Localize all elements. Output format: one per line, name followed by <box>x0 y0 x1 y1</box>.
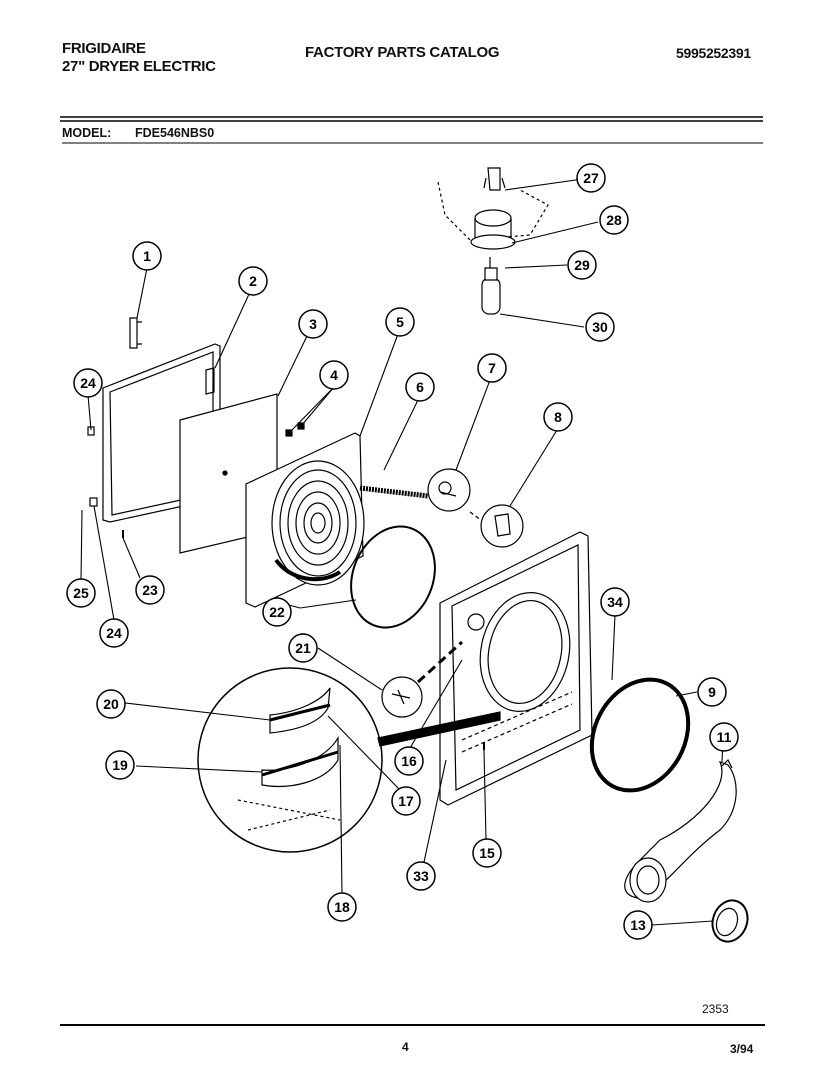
svg-text:16: 16 <box>401 753 417 769</box>
svg-text:3: 3 <box>309 316 317 332</box>
model-label: MODEL: <box>62 126 112 140</box>
callout-30: 30 <box>585 312 615 342</box>
svg-text:7: 7 <box>488 360 496 376</box>
callout-22: 22 <box>262 597 292 627</box>
front-panel <box>439 531 593 806</box>
svg-text:15: 15 <box>479 845 495 861</box>
svg-text:24: 24 <box>80 375 96 391</box>
callout-9: 9 <box>697 677 727 707</box>
svg-text:27: 27 <box>583 170 599 186</box>
callout-2: 2 <box>238 266 268 296</box>
callout-13: 13 <box>623 910 653 940</box>
callout-16: 16 <box>394 746 424 776</box>
product-name: 27" DRYER ELECTRIC <box>62 58 216 75</box>
callout-23: 23 <box>135 575 165 605</box>
door-gasket <box>589 677 691 793</box>
svg-text:28: 28 <box>606 212 622 228</box>
catalog-title: FACTORY PARTS CATALOG <box>305 44 500 61</box>
svg-text:6: 6 <box>416 379 424 395</box>
callout-7: 7 <box>477 353 507 383</box>
svg-text:2: 2 <box>249 273 257 289</box>
svg-text:5: 5 <box>396 314 404 330</box>
callout-19: 19 <box>105 750 135 780</box>
svg-text:4: 4 <box>330 367 338 383</box>
callout-24-bottom: 24 <box>99 618 129 648</box>
svg-text:25: 25 <box>73 585 89 601</box>
callout-34: 34 <box>600 587 630 617</box>
screws <box>285 422 305 437</box>
callout-29: 29 <box>567 250 597 280</box>
svg-text:1: 1 <box>143 248 151 264</box>
callout-27: 27 <box>576 163 606 193</box>
callout-15: 15 <box>472 838 502 868</box>
svg-text:18: 18 <box>334 899 350 915</box>
small-screws <box>87 426 485 750</box>
callout-20: 20 <box>96 689 126 719</box>
callout-17: 17 <box>391 786 421 816</box>
catalog-number: 5995252391 <box>676 45 751 61</box>
callout-3: 3 <box>298 309 328 339</box>
svg-text:34: 34 <box>607 594 623 610</box>
model-value: FDE546NBS0 <box>135 126 215 140</box>
seal-ring <box>350 525 436 629</box>
revision-date: 3/94 <box>730 1042 754 1056</box>
svg-text:21: 21 <box>295 640 311 656</box>
svg-text:13: 13 <box>630 917 646 933</box>
svg-text:29: 29 <box>574 257 590 273</box>
bracket-8 <box>469 504 524 548</box>
brand-name: FRIGIDAIRE <box>62 40 146 57</box>
callouts: 1 2 3 4 5 6 7 8 9 11 13 15 16 17 18 19 2… <box>66 163 739 940</box>
svg-text:33: 33 <box>413 868 429 884</box>
svg-text:9: 9 <box>708 684 716 700</box>
callout-25: 25 <box>66 578 96 608</box>
svg-text:24: 24 <box>106 625 122 641</box>
svg-text:11: 11 <box>717 729 732 745</box>
callout-21: 21 <box>288 633 318 663</box>
callout-8: 8 <box>543 402 573 432</box>
callout-4: 4 <box>319 360 349 390</box>
figure-number: 2353 <box>702 1002 729 1016</box>
detail-view <box>197 667 501 853</box>
callout-11: 11 <box>709 722 739 752</box>
page-number: 4 <box>402 1040 409 1054</box>
callout-24-top: 24 <box>73 368 103 398</box>
socket-assembly <box>437 167 549 315</box>
clip-part <box>359 468 471 512</box>
svg-text:22: 22 <box>269 604 285 620</box>
callout-5: 5 <box>385 307 415 337</box>
callout-6: 6 <box>405 372 435 402</box>
callout-1: 1 <box>132 241 162 271</box>
callout-28: 28 <box>599 205 629 235</box>
latch-part <box>381 640 464 718</box>
svg-text:19: 19 <box>112 757 128 773</box>
heater-assembly <box>245 432 365 608</box>
leader-lines <box>80 177 724 926</box>
callout-33: 33 <box>406 861 436 891</box>
bracket-part <box>129 317 142 349</box>
svg-text:20: 20 <box>103 696 119 712</box>
svg-text:30: 30 <box>592 319 608 335</box>
svg-text:17: 17 <box>398 793 414 809</box>
svg-text:8: 8 <box>554 409 562 425</box>
duct-ring <box>711 899 749 943</box>
callout-18: 18 <box>327 892 357 922</box>
duct <box>624 758 737 903</box>
svg-text:23: 23 <box>142 582 158 598</box>
